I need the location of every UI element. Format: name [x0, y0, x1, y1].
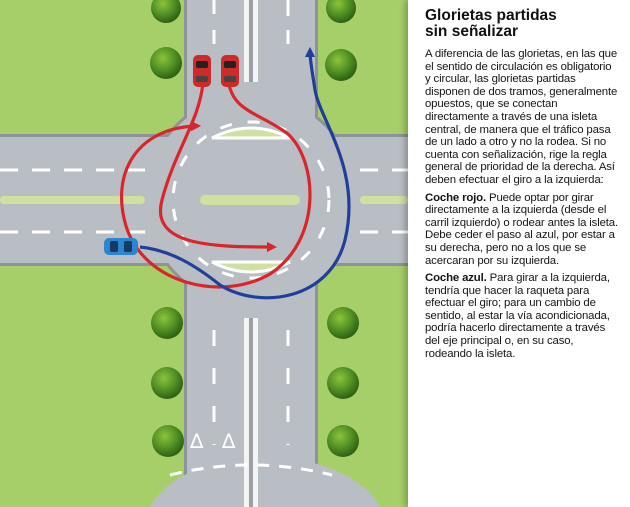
central-islands — [200, 126, 300, 274]
blue-car — [104, 238, 138, 255]
title-line-2: sin señalizar — [425, 23, 519, 40]
trees — [150, 0, 359, 457]
red-car-heading: Coche rojo. — [425, 191, 487, 204]
tree-icon — [151, 0, 181, 23]
center-median — [200, 195, 300, 205]
south-roundabout-top — [150, 456, 380, 507]
red-car-paths — [120, 81, 312, 289]
blue-path-raqueta — [139, 46, 351, 300]
tree-icon — [327, 425, 359, 457]
tree-icon — [150, 47, 182, 79]
road-medians — [244, 0, 258, 507]
side-medians — [0, 196, 408, 204]
panel-title: Glorietas partidas sin señalizar — [425, 8, 620, 40]
lane-markings — [0, 0, 408, 445]
blue-car-paragraph: Coche azul. Para girar a la izquierda, t… — [425, 272, 620, 360]
north-island — [211, 126, 291, 140]
red-path-direct-left — [158, 81, 278, 253]
tree-icon — [152, 425, 184, 457]
title-line-1: Glorietas partidas — [425, 7, 557, 24]
info-panel: Glorietas partidas sin señalizar A difer… — [408, 0, 630, 507]
red-car-paragraph: Coche rojo. Puede optar por girar direct… — [425, 192, 620, 268]
tree-icon — [151, 307, 183, 339]
yield-triangle-marking: ∆ — [189, 429, 204, 453]
tree-icon — [151, 367, 183, 399]
red-car-text: Puede optar por girar directamente a la … — [425, 191, 618, 267]
intro-paragraph: A diferencia de las glorietas, en las qu… — [425, 48, 618, 186]
blue-car-heading: Coche azul. — [425, 272, 487, 285]
south-island — [211, 260, 291, 274]
yield-triangle-marking: ∆ — [221, 429, 236, 453]
blue-car-paths — [139, 46, 351, 300]
red-car-right — [221, 55, 239, 87]
tree-icon — [326, 0, 356, 23]
tree-icon — [327, 307, 359, 339]
red-car-left — [193, 55, 211, 87]
tree-icon — [327, 367, 359, 399]
blue-car-text: Para girar a la izquierda, tendría que h… — [425, 272, 610, 360]
tree-icon — [325, 49, 357, 81]
